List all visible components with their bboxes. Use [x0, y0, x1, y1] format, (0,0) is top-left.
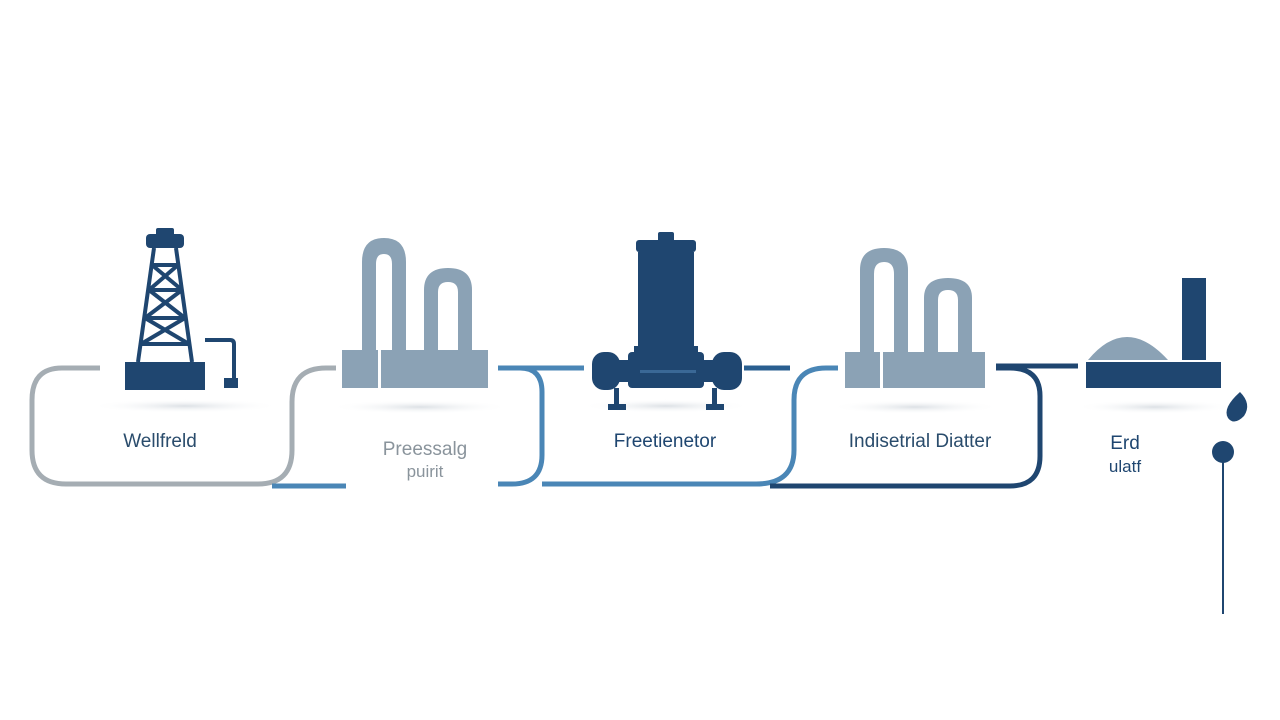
stage-label-wellfield: Wellfreld	[100, 430, 220, 454]
industrial-columns-icon	[845, 248, 985, 388]
ground-shadows	[90, 399, 1235, 414]
fractionator-vessel-icon	[592, 232, 742, 410]
stage-label-processing-line2: puirit	[406, 462, 444, 481]
stage-label-processing-line1: Preessalg	[382, 439, 468, 460]
stage-label-end-line2: ulatf	[1108, 457, 1142, 476]
stage-label-fractionator-line: Freetienetor	[613, 431, 717, 452]
oil-derrick-icon	[125, 228, 238, 390]
stage-label-industrial: Indisetrial Diatter	[820, 430, 1020, 454]
connector-fractionator-loop	[542, 365, 838, 487]
stage-label-processing: Preessalg puirit	[350, 438, 500, 482]
connector-wellfield	[29, 365, 336, 487]
pipeline-connectors	[29, 363, 1078, 489]
stage-label-industrial-line: Indisetrial Diatter	[848, 431, 992, 452]
stage-label-fractionator: Freetienetor	[575, 430, 755, 454]
stage-label-end: Erd ulatf	[1085, 432, 1165, 478]
dome-plant-icon	[1086, 278, 1221, 388]
location-marker-icon	[1212, 392, 1248, 614]
processing-columns-icon	[342, 238, 488, 388]
stage-label-end-line1: Erd	[1110, 433, 1140, 454]
connector-processing	[498, 365, 545, 487]
stage-label-wellfield-line: Wellfreld	[123, 431, 197, 452]
connector-industrial	[770, 365, 1043, 489]
